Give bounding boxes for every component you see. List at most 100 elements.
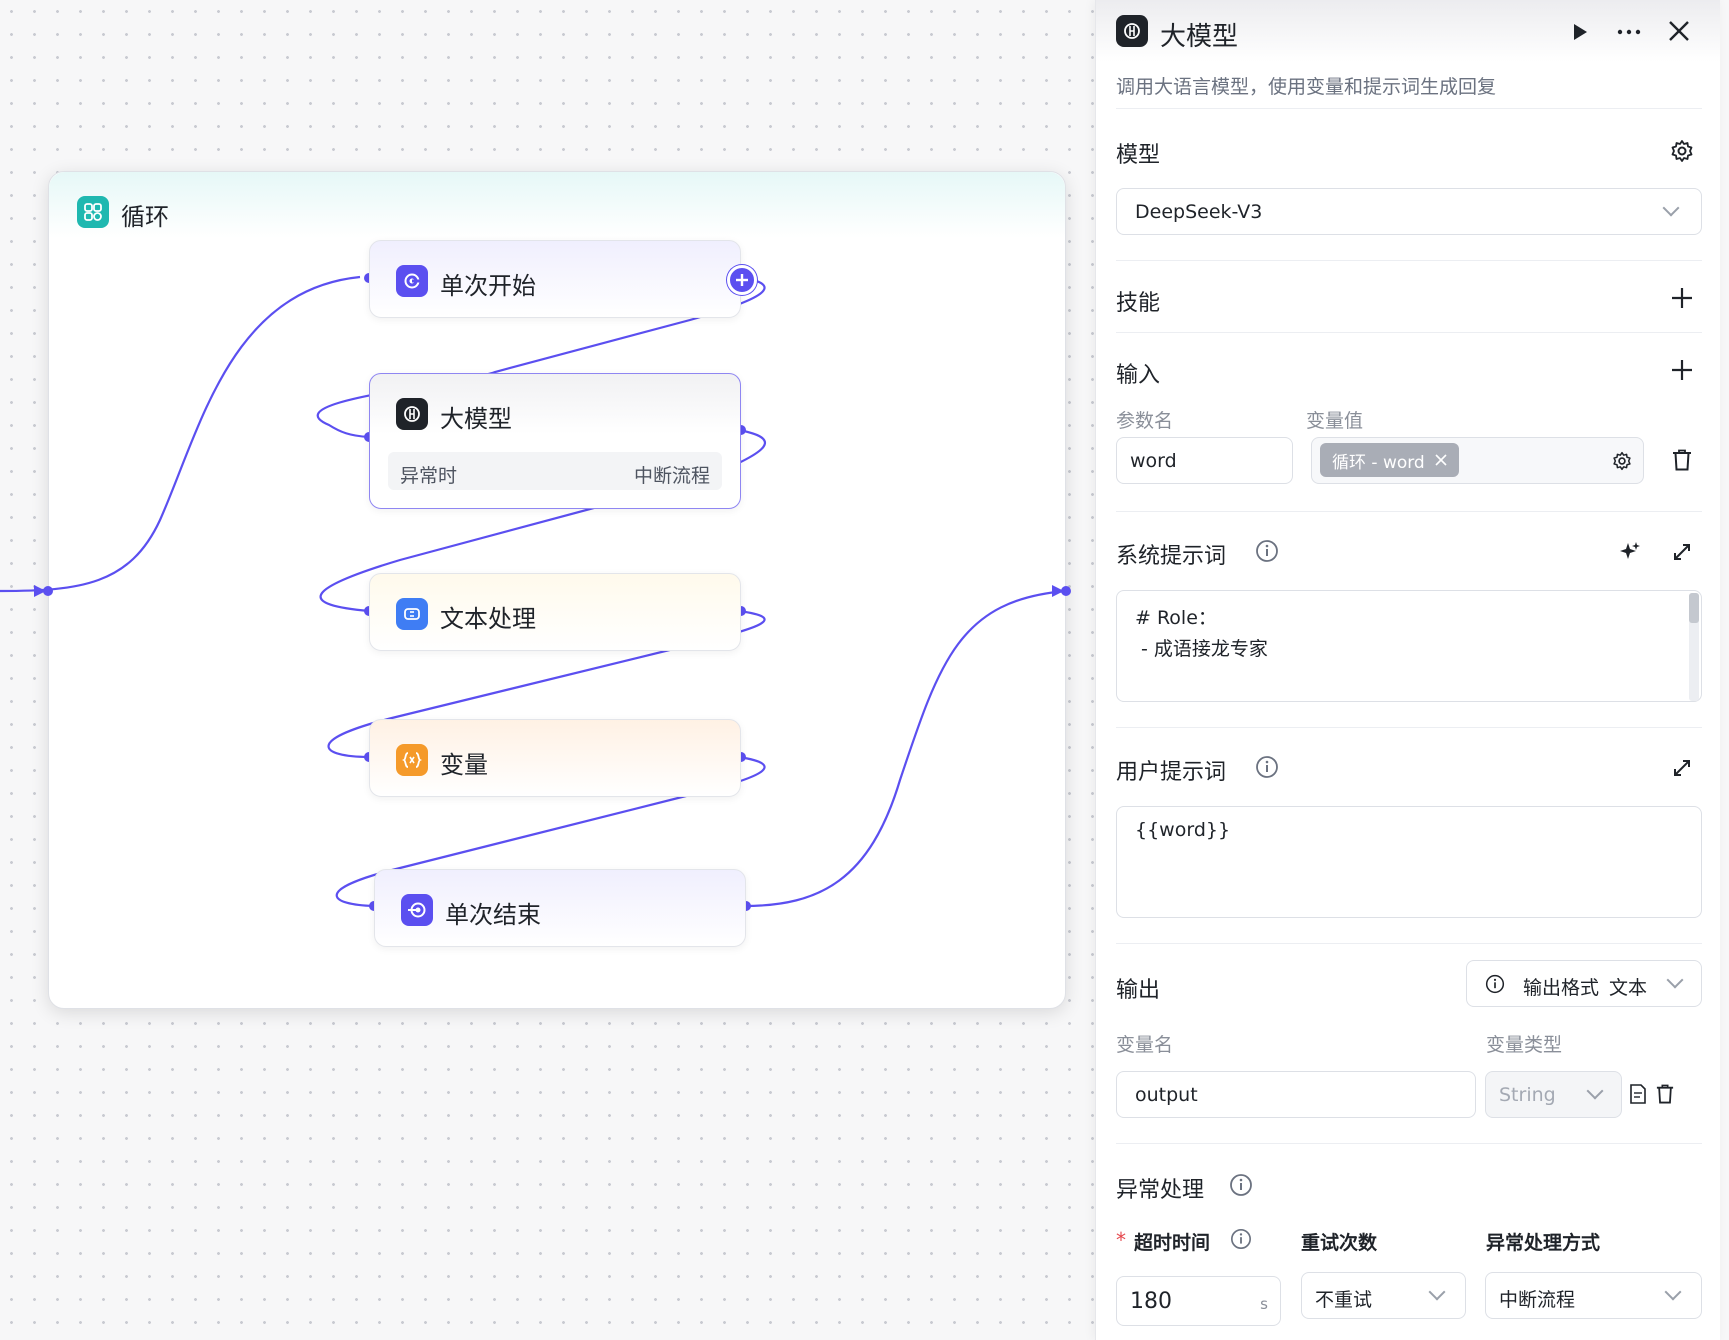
output-var-type: String [1499,1084,1556,1106]
param-name-input[interactable]: word [1116,437,1293,484]
panel-title: 大模型 [1160,22,1239,52]
var-tag: 循环 - word [1320,443,1459,477]
divider [1116,332,1702,333]
divider [1116,1143,1702,1144]
system-prompt-textarea[interactable]: # Role： - 成语接龙专家 [1116,590,1702,702]
divider [1116,943,1702,944]
variable-icon [396,744,428,776]
output-var-type-select[interactable]: String [1485,1071,1622,1118]
chevron-down-icon [1586,1082,1604,1100]
text-process-icon [396,598,428,630]
param-name-label: 参数名 [1116,410,1174,432]
node-title: 文本处理 [440,605,536,633]
node-title: 大模型 [440,405,512,433]
info-icon [1485,974,1505,994]
delete-input-trash-icon[interactable] [1668,446,1696,474]
divider [1116,108,1702,109]
output-format-value: 文本 [1609,977,1648,999]
workflow-canvas[interactable]: 循环 单次开始 [0,0,1095,1340]
exception-row: 异常时 中断流程 [388,452,722,490]
llm-icon [1116,15,1148,47]
output-var-name: output [1135,1084,1198,1106]
close-icon[interactable] [1664,16,1694,46]
model-settings-gear-icon[interactable] [1668,137,1696,165]
output-format-label: 输出格式 [1523,977,1600,999]
output-var-name-input[interactable]: output [1116,1071,1476,1118]
exception-method-select[interactable]: 中断流程 [1485,1272,1702,1319]
node-llm[interactable]: 大模型 异常时 中断流程 [369,373,741,509]
output-section-title: 输出 [1116,978,1161,1003]
add-node-plus-icon[interactable] [727,265,757,295]
timeout-unit: s [1260,1295,1268,1313]
system-prompt-line: - 成语接龙专家 [1141,638,1268,660]
info-icon[interactable] [1254,754,1280,780]
timeout-input[interactable]: 180 s [1116,1276,1281,1326]
chevron-down-icon [1664,1283,1682,1301]
loop-icon [77,196,109,228]
loop-header [49,172,1065,238]
var-value-label: 变量值 [1306,410,1364,432]
retry-label: 重试次数 [1301,1232,1378,1254]
run-icon[interactable] [1566,18,1594,46]
llm-icon [396,398,428,430]
retry-value: 不重试 [1315,1289,1373,1311]
node-title: 单次开始 [440,272,536,300]
exception-section-title: 异常处理 [1116,1178,1205,1203]
chevron-down-icon [1662,199,1680,217]
node-settings-panel: 大模型 调用大语言模型，使用变量和提示词生成回复 模型 DeepSeek-V3 … [1095,0,1720,1340]
model-select[interactable]: DeepSeek-V3 [1116,188,1702,235]
ai-optimize-sparkle-icon[interactable] [1616,538,1644,566]
chevron-down-icon [1666,971,1684,989]
user-prompt-value: {{word}} [1135,819,1231,841]
expand-icon[interactable] [1668,754,1696,782]
user-prompt-textarea[interactable]: {{word}} [1116,806,1702,918]
divider [1116,260,1702,261]
skills-section-title: 技能 [1116,291,1161,316]
remove-tag-close-icon[interactable] [1435,454,1447,466]
exception-value: 中断流程 [633,465,710,487]
loop-title: 循环 [121,203,169,231]
var-value-input[interactable]: 循环 - word [1311,437,1644,484]
var-tag-label: 循环 - word [1332,452,1425,473]
model-select-value: DeepSeek-V3 [1135,201,1263,223]
timeout-label: 超时时间 [1134,1232,1211,1254]
var-name-label: 变量名 [1116,1034,1174,1056]
expand-icon[interactable] [1668,538,1696,566]
exception-method-value: 中断流程 [1499,1289,1576,1311]
textarea-scrollbar[interactable] [1689,593,1699,701]
user-prompt-title: 用户提示词 [1116,760,1227,785]
output-format-select[interactable]: 输出格式 文本 [1466,960,1702,1007]
divider [1116,511,1702,512]
panel-description: 调用大语言模型，使用变量和提示词生成回复 [1116,76,1497,98]
start-icon [396,265,428,297]
node-loop-end[interactable]: 单次结束 [374,869,746,947]
output-copy-doc-icon[interactable] [1626,1082,1650,1106]
node-text-process[interactable]: 文本处理 [369,573,741,651]
info-icon[interactable] [1254,538,1280,564]
node-variable[interactable]: 变量 [369,719,741,797]
input-section-title: 输入 [1116,363,1161,388]
timeout-value: 180 [1130,1289,1172,1314]
more-icon[interactable] [1614,18,1644,46]
info-icon[interactable] [1228,1172,1254,1198]
arrow-input [34,585,46,597]
panel-header-bg [1096,0,1720,62]
exception-method-label: 异常处理方式 [1486,1232,1601,1254]
retry-select[interactable]: 不重试 [1301,1272,1466,1319]
add-input-plus-icon[interactable] [1668,356,1696,384]
system-prompt-title: 系统提示词 [1116,544,1227,569]
node-loop-start[interactable]: 单次开始 [369,240,757,318]
var-type-label: 变量类型 [1486,1034,1563,1056]
chevron-down-icon [1428,1283,1446,1301]
exception-label: 异常时 [400,465,458,487]
var-settings-gear-icon[interactable] [1609,448,1635,474]
divider [1116,727,1702,728]
add-skill-plus-icon[interactable] [1668,284,1696,312]
delete-output-trash-icon[interactable] [1653,1082,1677,1106]
system-prompt-line: # Role： [1135,607,1217,629]
required-mark: * [1116,1228,1126,1252]
node-title: 单次结束 [445,901,541,929]
param-name-value: word [1130,450,1177,472]
info-icon[interactable] [1228,1226,1254,1252]
model-section-title: 模型 [1116,143,1161,168]
